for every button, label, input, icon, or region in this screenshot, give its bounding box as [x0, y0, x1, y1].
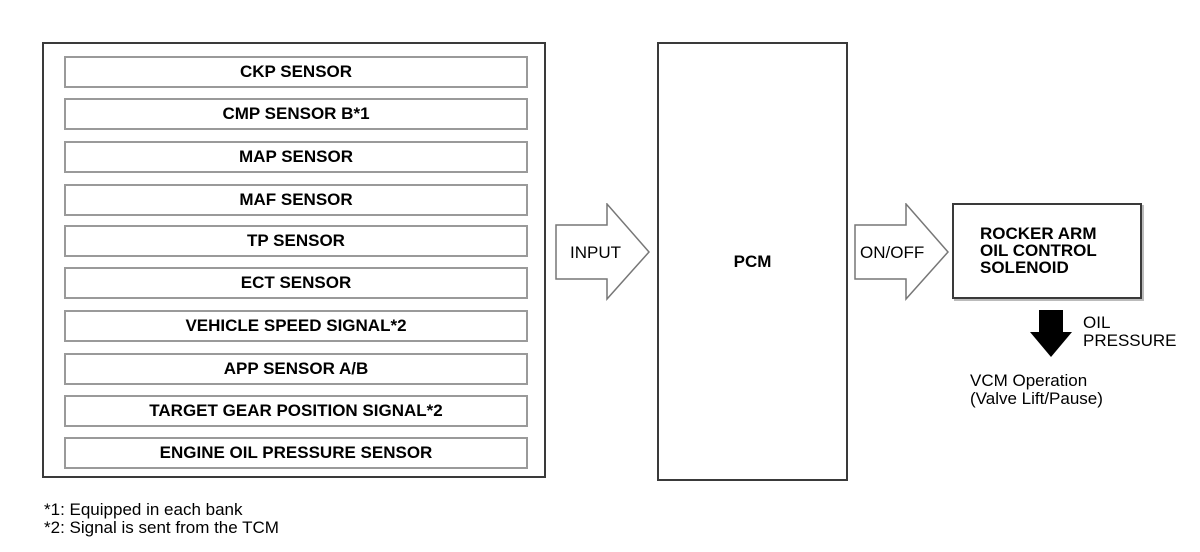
vcm-line1: VCM Operation	[970, 371, 1088, 390]
sensor-box-vehicle-speed: VEHICLE SPEED SIGNAL*2	[64, 310, 528, 342]
onoff-arrow-icon	[854, 203, 950, 301]
oil-pressure-line2: PRESSURE	[1083, 331, 1177, 350]
sensor-box-ect: ECT SENSOR	[64, 267, 528, 299]
solenoid-label-line1: ROCKER ARM	[980, 224, 1097, 243]
input-arrow-icon	[555, 203, 651, 301]
sensor-box-app: APP SENSOR A/B	[64, 353, 528, 385]
pcm-label: PCM	[733, 251, 772, 271]
oil-pressure-label: OIL PRESSURE	[1083, 314, 1177, 350]
oil-pressure-line1: OIL	[1083, 313, 1111, 332]
input-label: INPUT	[570, 243, 621, 262]
vcm-line2: (Valve Lift/Pause)	[970, 389, 1103, 408]
sensor-box-ckp: CKP SENSOR	[64, 56, 528, 88]
pcm-box: PCM	[657, 42, 848, 481]
onoff-label: ON/OFF	[860, 243, 925, 262]
vcm-operation-label: VCM Operation (Valve Lift/Pause)	[970, 372, 1103, 408]
footnotes: *1: Equipped in each bank *2: Signal is …	[44, 501, 279, 537]
footnote-2: *2: Signal is sent from the TCM	[44, 518, 279, 537]
solenoid-label-line2: OIL CONTROL	[980, 241, 1097, 260]
sensor-box-map: MAP SENSOR	[64, 141, 528, 173]
sensor-box-engine-oil-pressure: ENGINE OIL PRESSURE SENSOR	[64, 437, 528, 469]
rocker-arm-solenoid-box: ROCKER ARM OIL CONTROL SOLENOID	[952, 203, 1142, 299]
oil-pressure-down-arrow-icon	[1030, 310, 1072, 357]
solenoid-label-line3: SOLENOID	[980, 258, 1069, 277]
sensor-box-tp: TP SENSOR	[64, 225, 528, 257]
sensor-box-cmp: CMP SENSOR B*1	[64, 98, 528, 130]
sensor-input-panel: CKP SENSOR CMP SENSOR B*1 MAP SENSOR MAF…	[42, 42, 546, 478]
sensor-box-maf: MAF SENSOR	[64, 184, 528, 216]
footnote-1: *1: Equipped in each bank	[44, 500, 243, 519]
sensor-box-target-gear: TARGET GEAR POSITION SIGNAL*2	[64, 395, 528, 427]
